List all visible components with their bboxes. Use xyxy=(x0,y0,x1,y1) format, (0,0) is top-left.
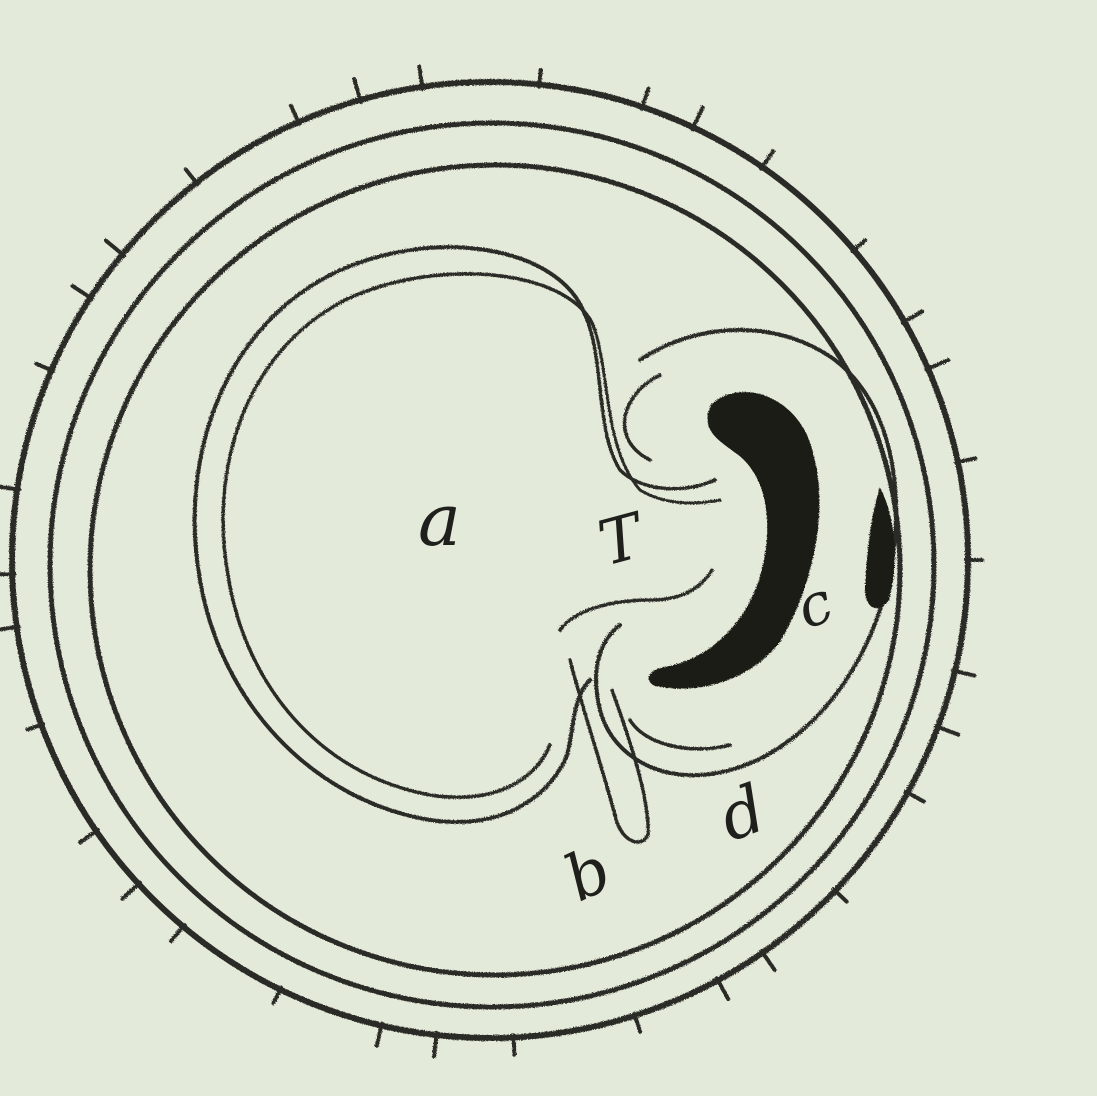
label-a: a xyxy=(418,478,461,562)
villus-tick xyxy=(0,574,14,575)
villus-tick xyxy=(514,1035,515,1055)
villus-tick xyxy=(434,1033,437,1057)
villus-tick xyxy=(539,70,541,87)
